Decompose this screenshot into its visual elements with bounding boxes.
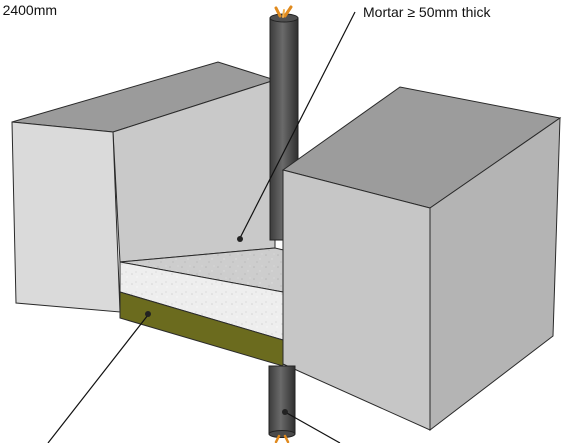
leader-sealant bbox=[47, 314, 149, 444]
leader-mortar bbox=[239, 11, 356, 239]
right-wall-block bbox=[281, 86, 562, 432]
left-block-front-face bbox=[11, 121, 121, 313]
dimension-label: 0 x 2400mm bbox=[0, 2, 58, 18]
leader-lines bbox=[47, 11, 356, 444]
pipe-bottom-end bbox=[268, 430, 296, 438]
mortar-thickness-label: Mortar ≥ 50mm thick bbox=[363, 4, 491, 20]
mortar-fill bbox=[119, 247, 337, 367]
orange-wire-tips-icon bbox=[274, 5, 293, 18]
right-block-front-face bbox=[282, 169, 431, 431]
pipe-lower bbox=[268, 365, 296, 444]
leader-sealant-dot bbox=[145, 311, 151, 317]
left-wall-block bbox=[11, 61, 277, 313]
orange-wire-tips-bottom-icon bbox=[274, 434, 290, 444]
pipe-lower-body bbox=[268, 365, 296, 435]
right-block-side-face bbox=[429, 117, 561, 432]
leader-mortar-dot bbox=[237, 236, 243, 242]
leader-pipe bbox=[284, 411, 341, 444]
leader-pipe-dot bbox=[282, 409, 288, 415]
